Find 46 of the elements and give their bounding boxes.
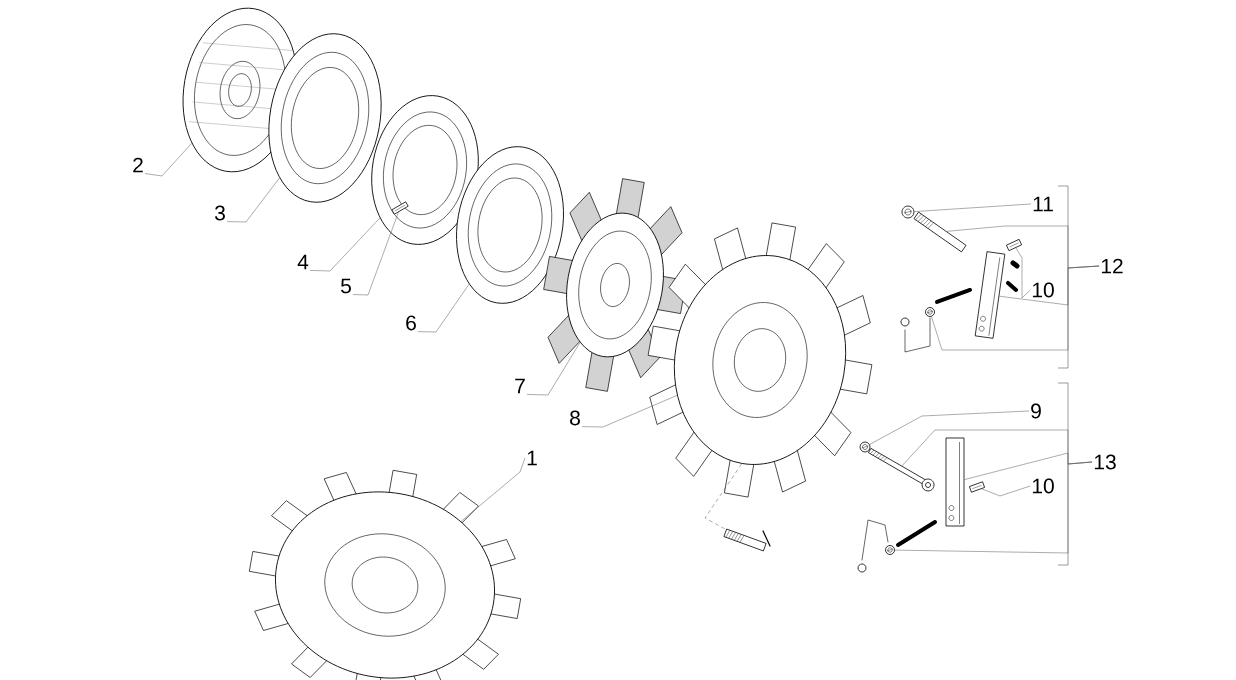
nut-drawing: [859, 441, 871, 453]
leader-line: [526, 342, 581, 396]
callout-number: 9: [1031, 403, 1041, 419]
leader-line: [931, 265, 1100, 351]
callout-number: 6: [406, 315, 416, 331]
lever-drawing: [945, 437, 965, 527]
callout-number: 7: [515, 378, 525, 394]
clutch-housing-drawing: [647, 222, 873, 498]
leader-line: [1015, 247, 1031, 299]
callout-number: 4: [297, 254, 309, 270]
spring-drawing: [857, 519, 937, 573]
bolt-drawing: [868, 447, 935, 492]
leader-line: [144, 143, 192, 177]
spring-drawing: [900, 288, 972, 353]
bolt-drawing: [723, 528, 771, 552]
leader-line: [417, 283, 470, 333]
pin-drawing: [969, 481, 985, 493]
callout-number: 10: [1032, 282, 1054, 298]
callout-number: 10: [1032, 478, 1054, 494]
nut-drawing: [901, 205, 915, 219]
callout-number: 13: [1094, 454, 1116, 470]
leader-line: [460, 457, 526, 522]
clutch-assembly-drawing: [248, 469, 522, 680]
key-drawing: [391, 201, 409, 215]
leader-line: [581, 395, 678, 428]
pressure-plate-drawing: [268, 33, 382, 203]
pin-drawing: [1006, 238, 1023, 292]
callout-number: 5: [341, 278, 351, 294]
bolt-drawing: [913, 211, 967, 253]
leader-line: [309, 217, 381, 272]
plate-drawing: [371, 95, 479, 245]
leader-line: [894, 461, 1093, 554]
callout-number: 1: [527, 450, 537, 466]
leader-line: [914, 203, 1032, 212]
callout-number: 3: [214, 205, 225, 221]
callout-number: 11: [1033, 196, 1053, 212]
callout-number: 2: [133, 157, 143, 173]
callout-number: 8: [570, 410, 580, 426]
ring-drawing: [456, 146, 564, 304]
leader-line: [981, 485, 1031, 497]
lever-drawing: [974, 251, 1006, 339]
leader-line: [352, 212, 399, 296]
leader-line: [226, 177, 280, 223]
assembly-line: [704, 463, 742, 530]
callout-number: 12: [1101, 258, 1123, 274]
leader-line: [869, 410, 1030, 445]
